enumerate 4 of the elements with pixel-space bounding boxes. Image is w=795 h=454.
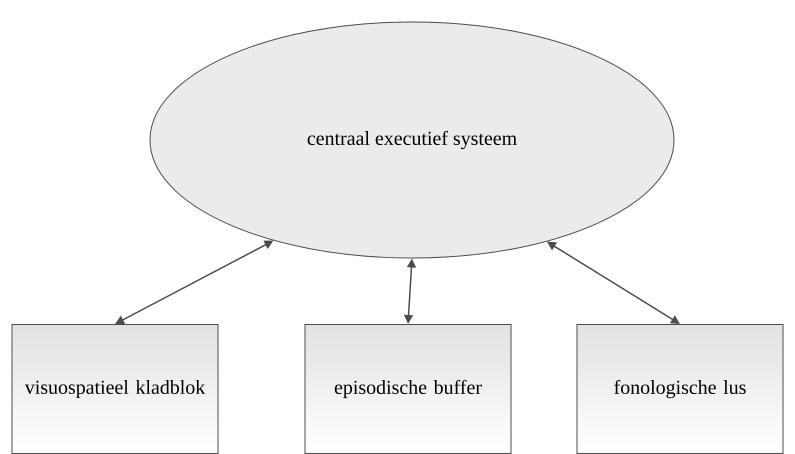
process-box: visuospatieel kladblok <box>12 324 218 454</box>
ellipse-node: centraal executief systeem <box>150 22 674 258</box>
process-box: episodische buffer <box>304 324 512 454</box>
process-box: fonologische lus <box>576 324 784 454</box>
